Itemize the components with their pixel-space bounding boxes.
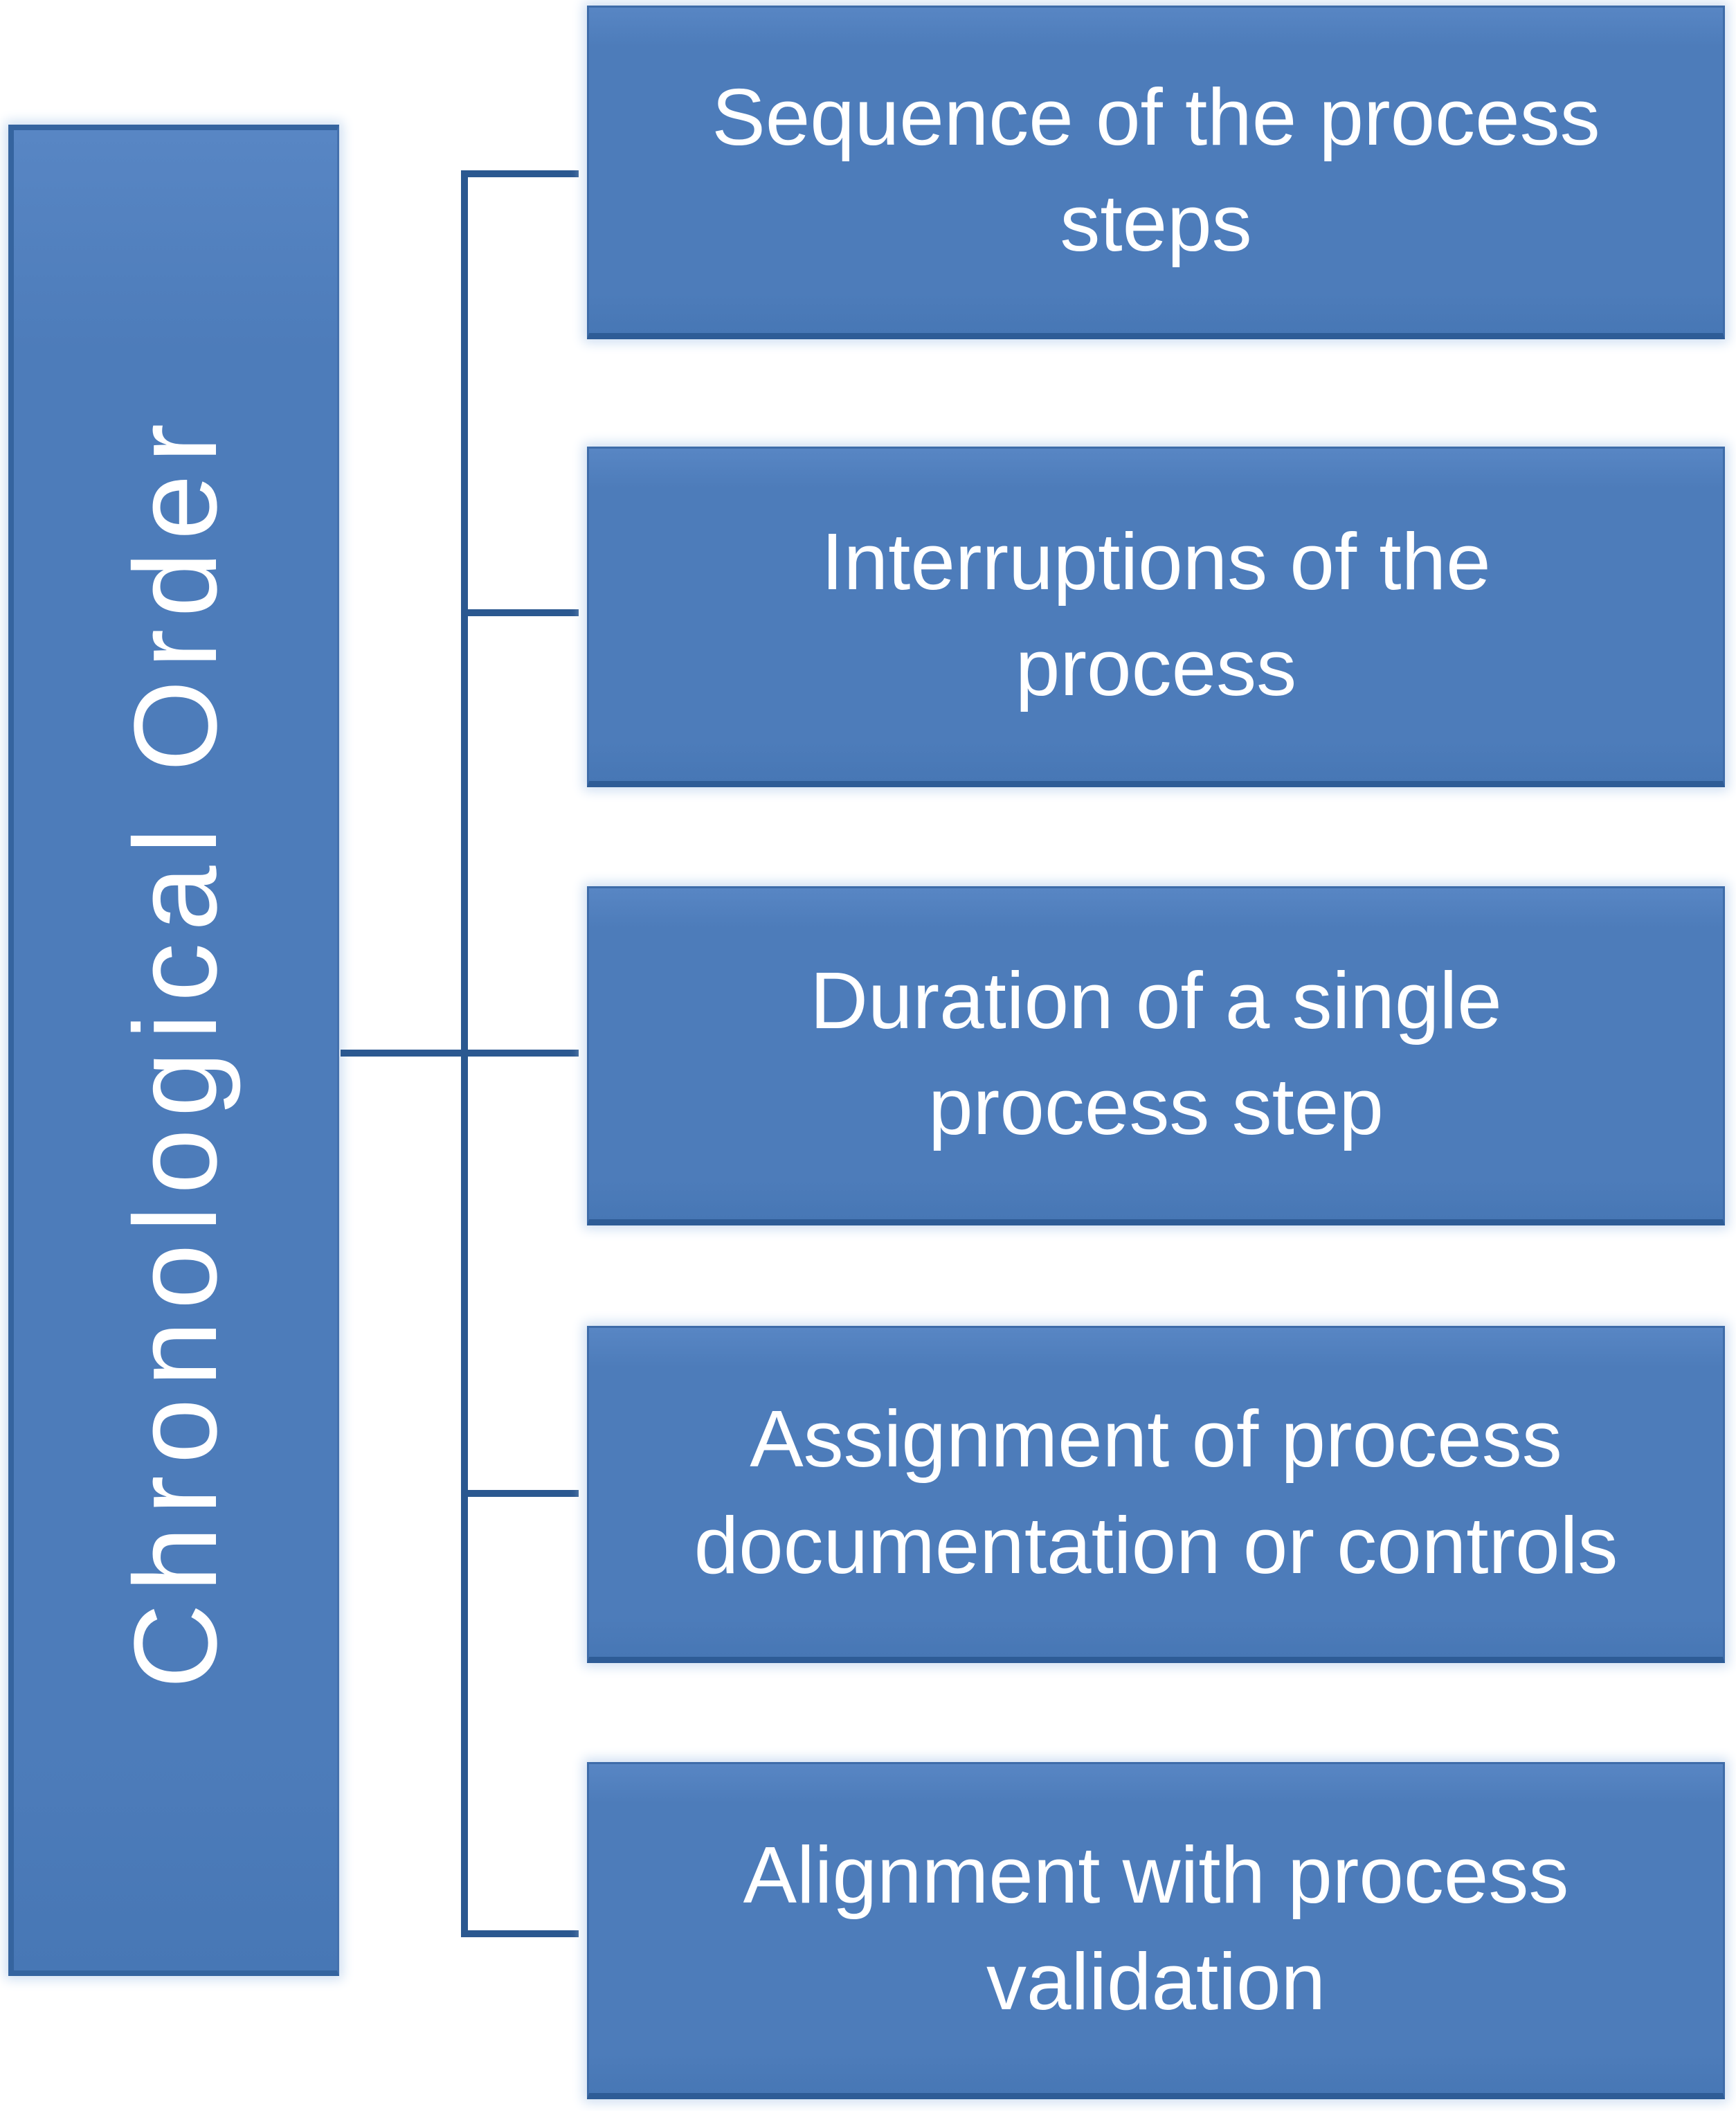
connector-trunk: [461, 170, 468, 1937]
item-box-label-line: Assignment of process: [750, 1394, 1562, 1484]
item-box-label-line: process: [1015, 622, 1297, 712]
item-box-label-line: process step: [928, 1061, 1384, 1151]
item-box-assignment: Assignment of process documentation or c…: [587, 1326, 1725, 1663]
connector-stub-item-4: [461, 1490, 579, 1497]
item-box-duration: Duration of a single process step: [587, 886, 1725, 1225]
item-box-label-line: steps: [1060, 178, 1252, 268]
connector-category-to-trunk: [341, 1050, 579, 1057]
item-box-label-line: Sequence of the process: [712, 71, 1600, 162]
item-box-label-line: Alignment with process: [743, 1830, 1569, 1921]
item-box-label-line: validation: [986, 1936, 1326, 2027]
item-box-interruptions: Interruptions of the process: [587, 447, 1725, 787]
connector-stub-item-1: [461, 170, 579, 177]
category-label: Chronological Order: [109, 411, 242, 1689]
item-box-label-line: documentation or controls: [694, 1500, 1618, 1590]
item-box-label-line: Duration of a single: [810, 955, 1502, 1045]
item-box-sequence: Sequence of the process steps: [587, 6, 1725, 339]
category-box-chronological-order: Chronological Order: [8, 125, 339, 1976]
connector-stub-item-2: [461, 609, 579, 616]
item-box-label-line: Interruptions of the: [821, 516, 1491, 607]
item-box-alignment: Alignment with process validation: [587, 1762, 1725, 2099]
connector-stub-item-5: [461, 1930, 579, 1937]
